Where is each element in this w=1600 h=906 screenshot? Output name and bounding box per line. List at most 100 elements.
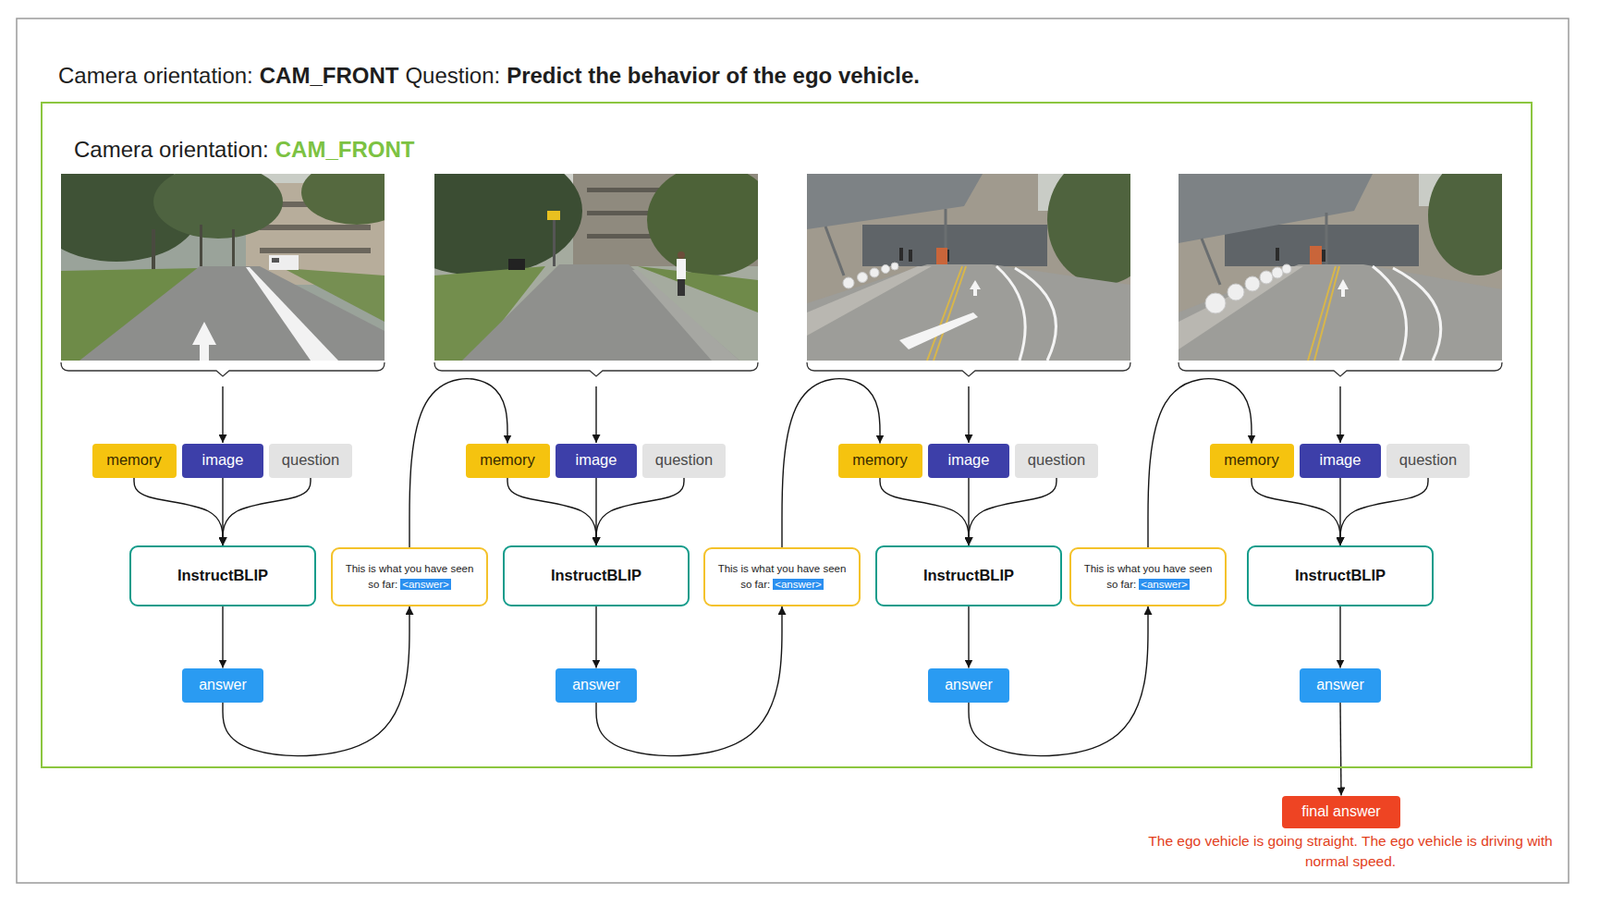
title-question: Predict the behavior of the ego vehicle. (506, 62, 920, 88)
camera-photo (677, 279, 685, 296)
box-text: image (948, 451, 990, 470)
box-label: InstructBLIP (177, 566, 269, 584)
memory-callout: This is what you have seen so far:<answe… (330, 547, 489, 607)
flow-arrow (968, 477, 1057, 547)
photo-arrow (967, 386, 969, 443)
photo-bracket (1178, 362, 1503, 377)
photo-bracket (806, 362, 1131, 377)
camera-photo (1178, 155, 1530, 361)
box-label: memory (1223, 451, 1280, 468)
box-text: InstructBLIP (177, 566, 269, 586)
photo-arrow (221, 386, 223, 443)
camera-photo (677, 251, 685, 259)
box-text: answer (944, 675, 993, 694)
camera-photo (378, 146, 777, 361)
question-box: question (642, 443, 726, 478)
final-answer-text: The ego vehicle is going straight. The e… (1148, 832, 1552, 869)
flow-arrow (222, 477, 311, 547)
box-label: image (1319, 451, 1362, 468)
box-text: question (1027, 451, 1086, 470)
memory-callout: This is what you have seen so far:<answe… (1069, 547, 1227, 607)
box-text: InstructBLIP (1294, 566, 1386, 586)
camera-photo (908, 249, 913, 262)
box-label: InstructBLIP (550, 566, 642, 584)
box-label: answer (944, 676, 993, 693)
model-box: InstructBLIP (129, 545, 317, 607)
camera-photo (806, 155, 1159, 361)
flow-arrow (967, 606, 969, 669)
camera-photo (806, 173, 1131, 361)
camera-photo (1259, 270, 1273, 284)
flow-arrow (595, 606, 597, 669)
answer-placeholder: <answer> (1138, 578, 1190, 590)
camera-photo (1014, 268, 1056, 361)
camera-photo (899, 312, 978, 350)
flow-arrow (1340, 477, 1429, 547)
camera-photo (1178, 173, 1503, 361)
box-text: This is what you have seen so far:<answe… (338, 561, 481, 592)
answer-box: answer (1299, 668, 1381, 703)
photo-bracket (61, 362, 1503, 377)
camera-photo (857, 272, 868, 283)
camera-photo (508, 258, 526, 270)
box-label: question (1027, 451, 1086, 468)
box-text: This is what you have seen so far:<answe… (710, 561, 854, 592)
box-text: answer (1316, 675, 1365, 694)
box-text: question (1399, 451, 1457, 470)
photo-bracket (61, 362, 385, 377)
flow-arrow (1340, 702, 1342, 796)
image-box: image (1299, 443, 1381, 478)
camera-photo (1178, 266, 1304, 350)
photo-arrow (595, 386, 597, 443)
photo-bracket (434, 362, 758, 377)
camera-photo (1392, 268, 1442, 361)
title-text: Question: (404, 62, 501, 88)
group-frame: memory image questionInstructBLIP answer Thi… (40, 101, 1533, 769)
flow-arrow (507, 477, 597, 547)
box-label: question (1399, 451, 1457, 468)
camera-photo (869, 268, 880, 278)
camera-photo (933, 266, 966, 361)
frame-heading: Camera orientation:CAM_FRONT (73, 136, 421, 163)
box-label: final answer (1301, 803, 1381, 819)
camera-photo (969, 280, 981, 296)
photo-arrow (222, 386, 1341, 443)
camera-photo (547, 210, 561, 220)
camera-photo (1309, 245, 1322, 265)
answer-box: answer (182, 668, 264, 703)
camera-photo (1282, 264, 1292, 274)
box-text: question (655, 451, 713, 470)
camera-photo (676, 258, 686, 280)
camera-photo (232, 229, 235, 269)
flow-arrow (221, 606, 223, 669)
memory-box: memory (465, 443, 550, 478)
box-text: answer (572, 675, 621, 694)
box-text: image (202, 451, 245, 470)
camera-photo (462, 264, 740, 361)
flow-arrow (1251, 477, 1341, 547)
box-text: image (575, 451, 618, 470)
box-label: answer (1316, 676, 1365, 693)
camera-photo (259, 247, 371, 254)
camera-photo (434, 173, 758, 361)
camera-photo (1201, 238, 1221, 285)
camera-photo (1275, 247, 1280, 261)
image-box: image (928, 443, 1010, 478)
box-text: InstructBLIP (550, 566, 642, 586)
heading-text: Camera orientation: (73, 136, 269, 162)
camera-photo (632, 269, 740, 361)
outer-border (16, 18, 1569, 883)
camera-photo (151, 229, 156, 271)
camera-photo (1245, 276, 1260, 292)
box-text: memory (479, 451, 536, 470)
camera-photo (806, 264, 1131, 361)
camera-photo (268, 255, 299, 270)
box-label: InstructBLIP (923, 566, 1014, 584)
flow-arrow (879, 477, 969, 547)
camera-photo (891, 262, 899, 270)
box-text: memory (852, 451, 908, 470)
camera-photo (245, 267, 339, 361)
camera-photo (647, 173, 758, 276)
flow-arrow (1339, 606, 1341, 669)
camera-photo (1428, 173, 1503, 276)
